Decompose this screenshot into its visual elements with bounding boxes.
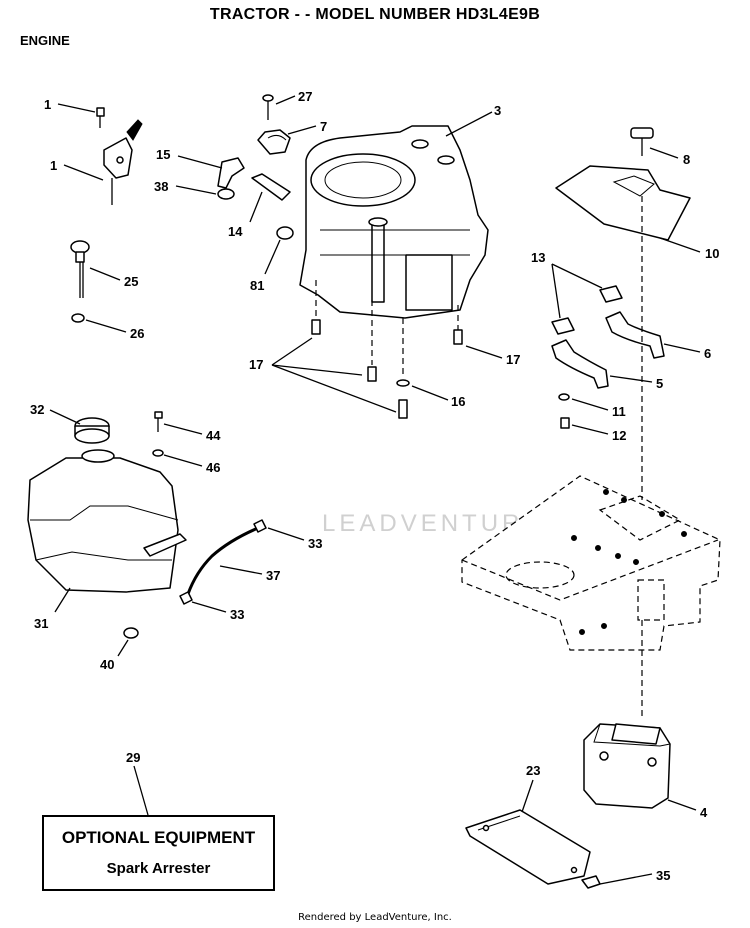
choke-knob-part	[70, 240, 90, 323]
callout-38: 38	[154, 179, 217, 195]
fuel-fittings-part	[217, 157, 294, 240]
callout-12: 12	[571, 424, 626, 443]
callout-40: 40	[100, 639, 129, 672]
callout-27: 27	[275, 89, 312, 105]
callout-2: 1	[44, 97, 96, 113]
callout-32: 32	[30, 402, 81, 425]
svg-text:40: 40	[100, 657, 114, 672]
svg-text:33: 33	[230, 607, 244, 622]
callout-17-left: 17	[249, 337, 397, 413]
svg-text:7: 7	[320, 119, 327, 134]
svg-text:1: 1	[50, 158, 57, 173]
fuel-tank-part	[27, 411, 187, 639]
callout-15: 15	[156, 147, 223, 169]
svg-text:1: 1	[44, 97, 51, 112]
svg-text:17: 17	[249, 357, 263, 372]
svg-text:16: 16	[451, 394, 465, 409]
callout-37: 37	[219, 565, 280, 583]
callout-1: 1	[50, 158, 104, 181]
optional-equipment-title: OPTIONAL EQUIPMENT	[61, 828, 256, 847]
callout-26: 26	[85, 319, 144, 341]
svg-text:29: 29	[126, 750, 140, 765]
callout-3: 3	[445, 103, 501, 137]
svg-text:31: 31	[34, 616, 48, 631]
callout-8: 8	[649, 147, 690, 167]
throttle-control-part	[96, 107, 143, 205]
callout-7: 7	[287, 119, 327, 135]
svg-text:46: 46	[206, 460, 220, 475]
page-title: TRACTOR - - MODEL NUMBER HD3L4E9B	[209, 6, 541, 23]
svg-text:13: 13	[531, 250, 545, 265]
callout-16: 16	[411, 385, 465, 409]
callout-44: 44	[163, 423, 221, 443]
callout-35: 35	[599, 868, 670, 885]
spark-arrester-shield-part	[465, 809, 601, 889]
optional-equipment-subtitle: Spark Arrester	[106, 860, 211, 877]
svg-text:81: 81	[250, 278, 264, 293]
svg-text:12: 12	[612, 428, 626, 443]
callout-31: 31	[34, 587, 71, 631]
svg-text:11: 11	[612, 404, 626, 419]
svg-text:27: 27	[298, 89, 312, 104]
svg-text:10: 10	[705, 246, 719, 261]
svg-text:35: 35	[656, 868, 670, 883]
heat-shield-part	[555, 127, 691, 242]
optional-equipment-box: OPTIONAL EQUIPMENT Spark Arrester	[42, 815, 275, 891]
svg-text:14: 14	[228, 224, 243, 239]
svg-text:15: 15	[156, 147, 170, 162]
callout-11: 11	[571, 398, 626, 419]
callout-14: 14	[228, 191, 263, 239]
svg-text:32: 32	[30, 402, 44, 417]
callout-25: 25	[89, 267, 138, 289]
engine-bolts-part	[311, 280, 463, 419]
callout-13: 13	[531, 250, 603, 319]
callout-33-bottom: 33	[191, 601, 244, 622]
callout-17-right: 17	[465, 345, 520, 367]
callout-10: 10	[659, 237, 719, 261]
clamp-part	[257, 94, 291, 155]
svg-text:44: 44	[206, 428, 221, 443]
muffler-part	[583, 723, 671, 809]
footer-credit: Rendered by LeadVenture, Inc.	[298, 912, 452, 923]
svg-text:8: 8	[683, 152, 690, 167]
callout-46: 46	[163, 454, 220, 475]
fuel-line-part	[179, 519, 267, 605]
svg-text:33: 33	[308, 536, 322, 551]
svg-text:4: 4	[700, 805, 708, 820]
svg-text:23: 23	[526, 763, 540, 778]
svg-text:37: 37	[266, 568, 280, 583]
callout-5: 5	[609, 375, 663, 391]
callout-33-top: 33	[267, 527, 322, 551]
callout-23: 23	[521, 763, 540, 813]
svg-text:17: 17	[506, 352, 520, 367]
exhaust-pipes-part	[551, 246, 665, 500]
svg-text:5: 5	[656, 376, 663, 391]
svg-text:3: 3	[494, 103, 501, 118]
section-label: ENGINE	[20, 33, 70, 48]
svg-text:26: 26	[130, 326, 144, 341]
callout-29: 29	[126, 750, 149, 816]
engine-part	[299, 125, 489, 319]
svg-text:38: 38	[154, 179, 168, 194]
callout-6: 6	[663, 343, 711, 361]
callout-4: 4	[667, 799, 708, 820]
tractor-frame-part	[461, 475, 721, 720]
svg-text:6: 6	[704, 346, 711, 361]
callout-81: 81	[250, 239, 281, 293]
svg-text:25: 25	[124, 274, 138, 289]
